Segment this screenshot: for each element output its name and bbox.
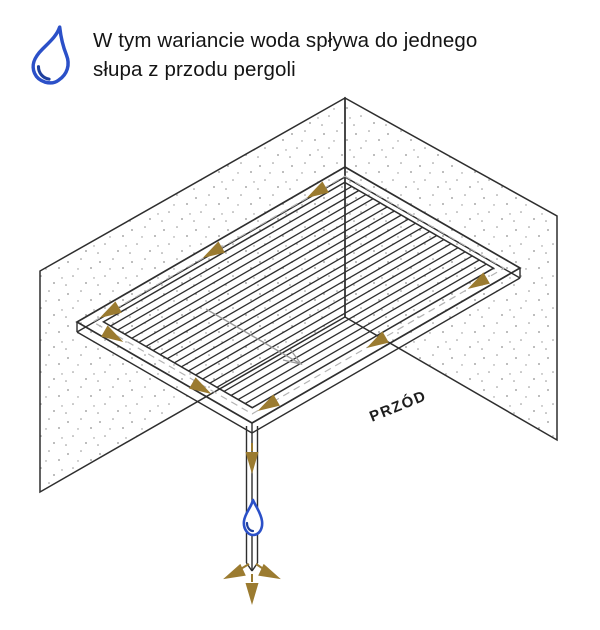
front-label: PRZÓD xyxy=(367,386,429,425)
roof-slat xyxy=(174,222,416,364)
roof-slat xyxy=(131,198,374,339)
title-line-1: W tym wariancie woda spływa do jednego xyxy=(93,29,478,52)
roof-slat xyxy=(159,214,402,356)
roof-slat xyxy=(188,230,431,372)
roof-slat xyxy=(237,259,480,401)
roof-slat xyxy=(181,226,423,368)
roof-slat xyxy=(230,255,473,397)
roof-slat xyxy=(195,234,438,376)
water-drop-icon-svg xyxy=(31,25,70,85)
roof-flow-arrow xyxy=(205,308,303,366)
roof-slat xyxy=(223,251,466,392)
water-drop-icon xyxy=(24,23,78,89)
roof-slat xyxy=(110,185,353,327)
splash-tails xyxy=(238,443,266,582)
flow-arrowhead xyxy=(245,583,259,605)
roof-slat xyxy=(117,189,360,331)
roof-slat xyxy=(216,247,459,388)
roof-slat xyxy=(124,194,367,335)
roof-slats xyxy=(110,185,487,405)
roof-slat xyxy=(166,218,409,360)
walls xyxy=(39,96,558,494)
title-line-2: słupa z przodu pergoli xyxy=(93,58,296,82)
drop-outline xyxy=(31,25,70,85)
header: W tym wariancie woda spływa do jednego s… xyxy=(24,22,576,89)
drop-inner-crescent xyxy=(36,65,51,81)
pergola-roof xyxy=(75,166,522,434)
post-drop-inner-crescent xyxy=(245,521,255,533)
gutter-dashed-line xyxy=(91,175,506,415)
flow-arrowhead xyxy=(245,452,259,474)
post-water-drop-icon xyxy=(242,498,264,537)
roof-slat xyxy=(145,206,388,347)
roof-slat xyxy=(152,210,395,352)
roof-outer-frame xyxy=(75,166,522,424)
roof-slat xyxy=(202,239,445,380)
page-title: W tym wariancie woda spływa do jednego s… xyxy=(93,22,477,84)
roof-slat xyxy=(138,202,381,343)
roof-slat xyxy=(244,263,487,405)
roof-slat xyxy=(209,243,452,384)
right-wall xyxy=(344,96,558,442)
